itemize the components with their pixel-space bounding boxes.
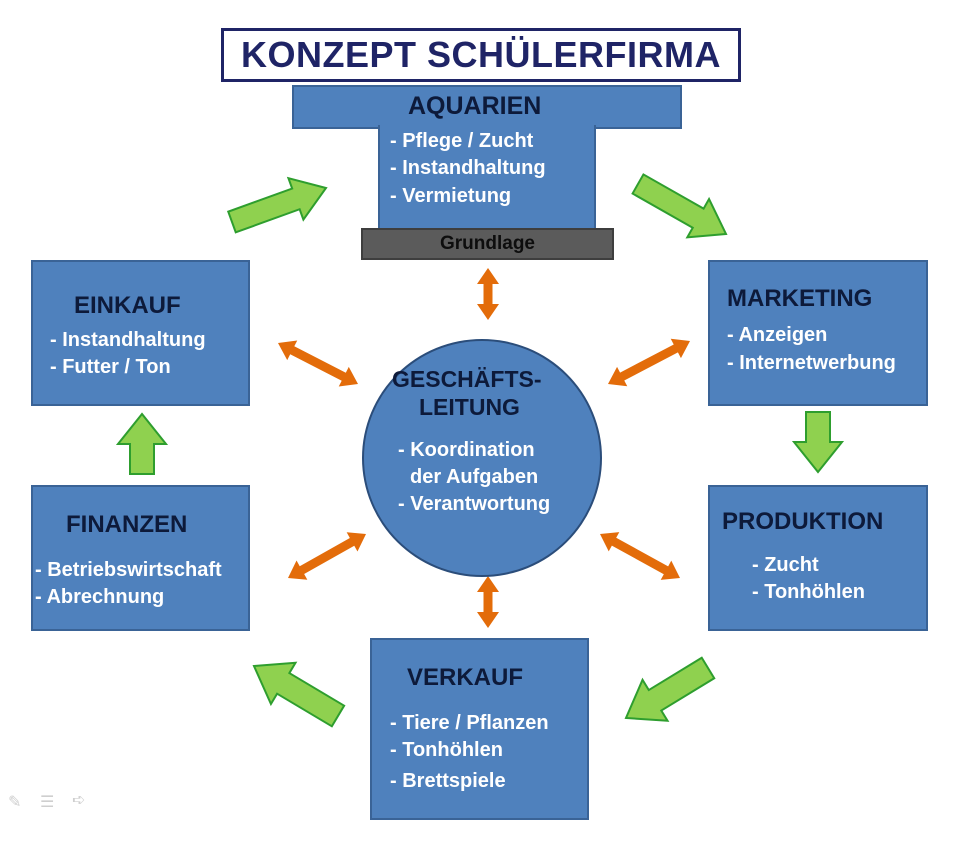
finanzen-item: - Betriebswirtschaft	[35, 559, 222, 581]
marketing-heading: MARKETING	[727, 285, 873, 312]
flow-arrow-produktion-to-verkauf	[624, 656, 716, 722]
link-arrow-finanzen	[288, 532, 366, 580]
finanzen-item: - Abrechnung	[35, 586, 165, 608]
link-arrow-produktion	[600, 532, 680, 580]
link-arrow-verkauf	[477, 576, 499, 628]
pen-icon[interactable]: ✎	[8, 794, 22, 811]
geschaeftsleitung-item: der Aufgaben	[410, 466, 539, 488]
produktion-item: - Zucht	[752, 554, 819, 576]
geschaeftsleitung-heading-line2: LEITUNG	[419, 394, 520, 420]
geschaeftsleitung-circle	[362, 339, 602, 577]
grundlage-base: Grundlage	[361, 228, 614, 260]
flow-arrow-verkauf-to-finanzen	[252, 661, 346, 728]
finanzen-heading: FINANZEN	[66, 511, 188, 538]
produktion-box	[708, 485, 928, 631]
geschaeftsleitung-heading-line1: GESCHÄFTS-	[392, 366, 542, 392]
flow-arrow-finanzen-to-einkauf	[115, 412, 169, 475]
link-arrow-marketing	[608, 338, 690, 387]
marketing-box	[708, 260, 928, 406]
einkauf-box	[31, 260, 250, 406]
geschaeftsleitung-item: - Verantwortung	[398, 493, 551, 515]
einkauf-heading: EINKAUF	[74, 292, 181, 319]
verkauf-box	[370, 638, 589, 820]
produktion-item: - Tonhöhlen	[752, 581, 865, 603]
diagram-title: KONZEPT SCHÜLERFIRMA	[221, 28, 741, 82]
aquarien-stem	[378, 125, 596, 230]
aquarien-item: - Vermietung	[390, 185, 512, 207]
einkauf-item: - Instandhaltung	[50, 329, 206, 351]
link-arrow-aquarien	[477, 268, 499, 320]
flow-arrow-aquarien-to-marketing	[631, 173, 728, 239]
flow-arrow-einkauf-to-aquarien	[226, 176, 328, 234]
aquarien-top-bar	[292, 85, 682, 129]
link-arrow-einkauf	[278, 340, 358, 387]
menu-icon[interactable]: ☰	[40, 794, 55, 811]
verkauf-heading: VERKAUF	[407, 664, 524, 691]
verkauf-item: - Tiere / Pflanzen	[390, 712, 549, 734]
marketing-item: - Internetwerbung	[727, 352, 896, 374]
verkauf-item: - Tonhöhlen	[390, 739, 503, 761]
flow-arrow-marketing-to-produktion	[791, 411, 845, 474]
produktion-heading: PRODUKTION	[722, 508, 884, 535]
marketing-item: - Anzeigen	[727, 324, 828, 346]
next-arrow-icon[interactable]: ➪	[72, 792, 86, 809]
aquarien-item: - Instandhaltung	[390, 157, 546, 179]
aquarien-heading: AQUARIEN	[408, 92, 542, 120]
einkauf-item: - Futter / Ton	[50, 356, 171, 378]
geschaeftsleitung-item: - Koordination	[398, 439, 535, 461]
verkauf-item: - Brettspiele	[390, 770, 506, 792]
finanzen-box	[31, 485, 250, 631]
aquarien-item: - Pflege / Zucht	[390, 130, 534, 152]
